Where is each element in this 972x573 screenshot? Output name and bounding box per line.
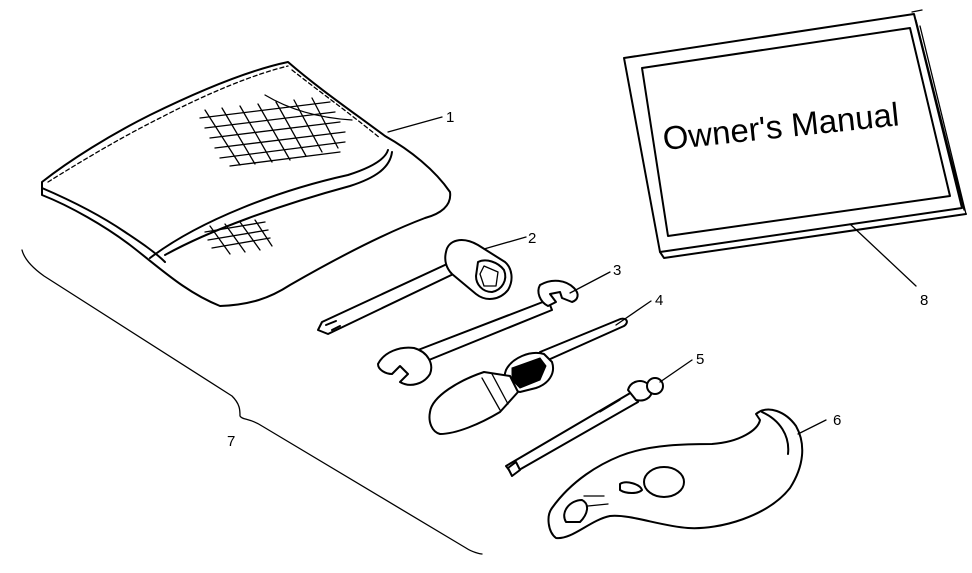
callout-8: 8 [920,292,928,309]
spark-plug-tool [505,377,664,477]
spanner-wrench [547,408,804,540]
callout-7: 7 [227,433,235,450]
callout-2: 2 [528,230,536,247]
tool-pouch [41,61,452,307]
owners-manual: Owner's Manual [623,9,967,259]
tool-kit-bracket [21,249,483,555]
open-end-wrench [377,279,579,386]
callout-6: 6 [833,412,841,429]
leader-lines [387,116,917,435]
callout-5: 5 [696,351,704,368]
socket-wrench [317,239,513,335]
callout-1: 1 [446,109,454,126]
screwdriver [428,317,628,435]
callout-3: 3 [613,262,621,279]
callout-4: 4 [655,292,663,309]
